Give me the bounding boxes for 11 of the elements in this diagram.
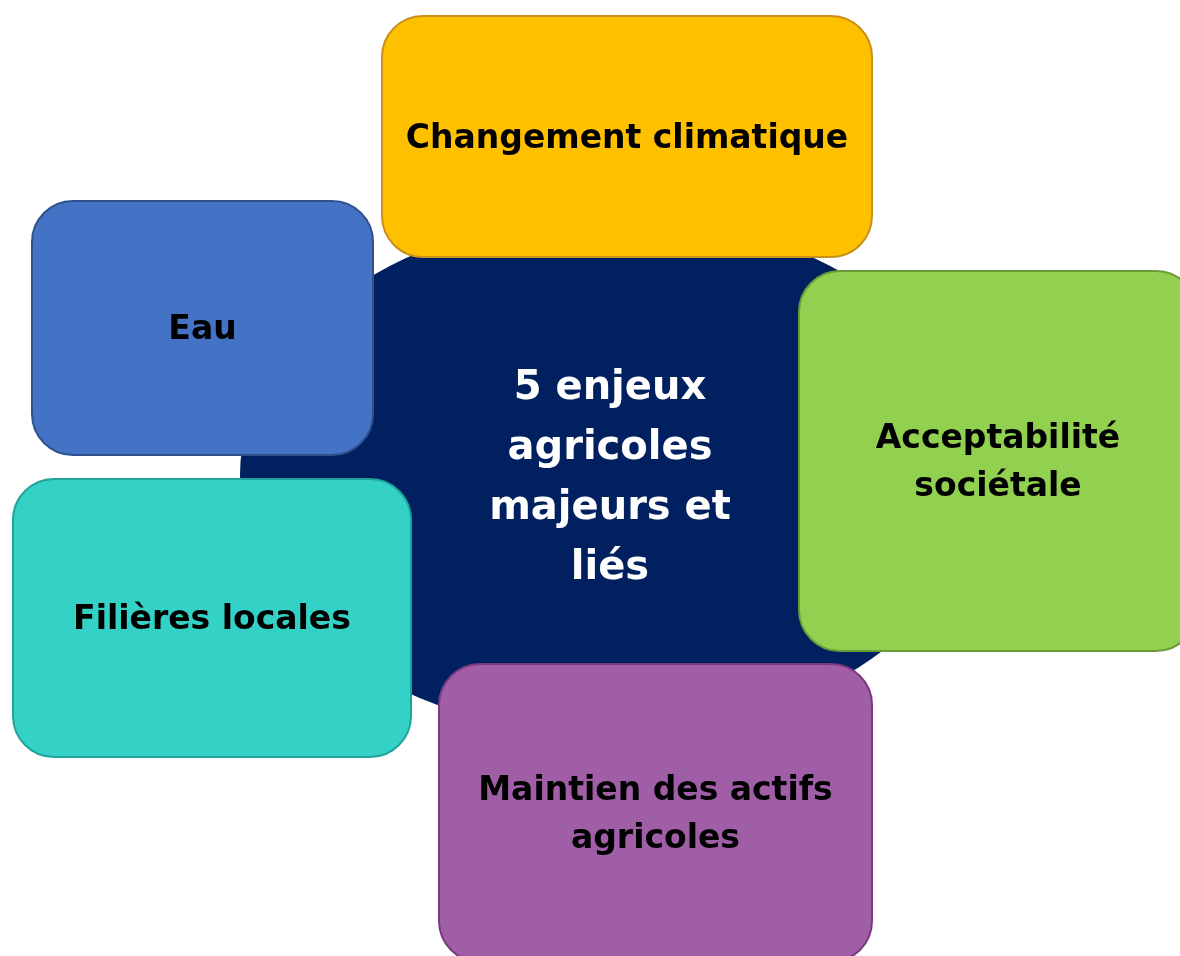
topic-label: Eau xyxy=(167,307,238,350)
topic-label: Maintien des actifs agricoles xyxy=(477,768,834,858)
topic-box xyxy=(438,663,873,956)
topic-box xyxy=(12,478,412,758)
topic-box xyxy=(381,15,873,258)
topic-box xyxy=(31,200,374,456)
topic-label: Changement climatique xyxy=(404,115,850,158)
topic-label: Filières locales xyxy=(72,597,352,640)
topic-label: Acceptabilité sociétale xyxy=(874,416,1122,506)
topic-label: 5 enjeux agricoles majeurs et liés xyxy=(488,361,732,590)
topic-box xyxy=(798,270,1180,652)
